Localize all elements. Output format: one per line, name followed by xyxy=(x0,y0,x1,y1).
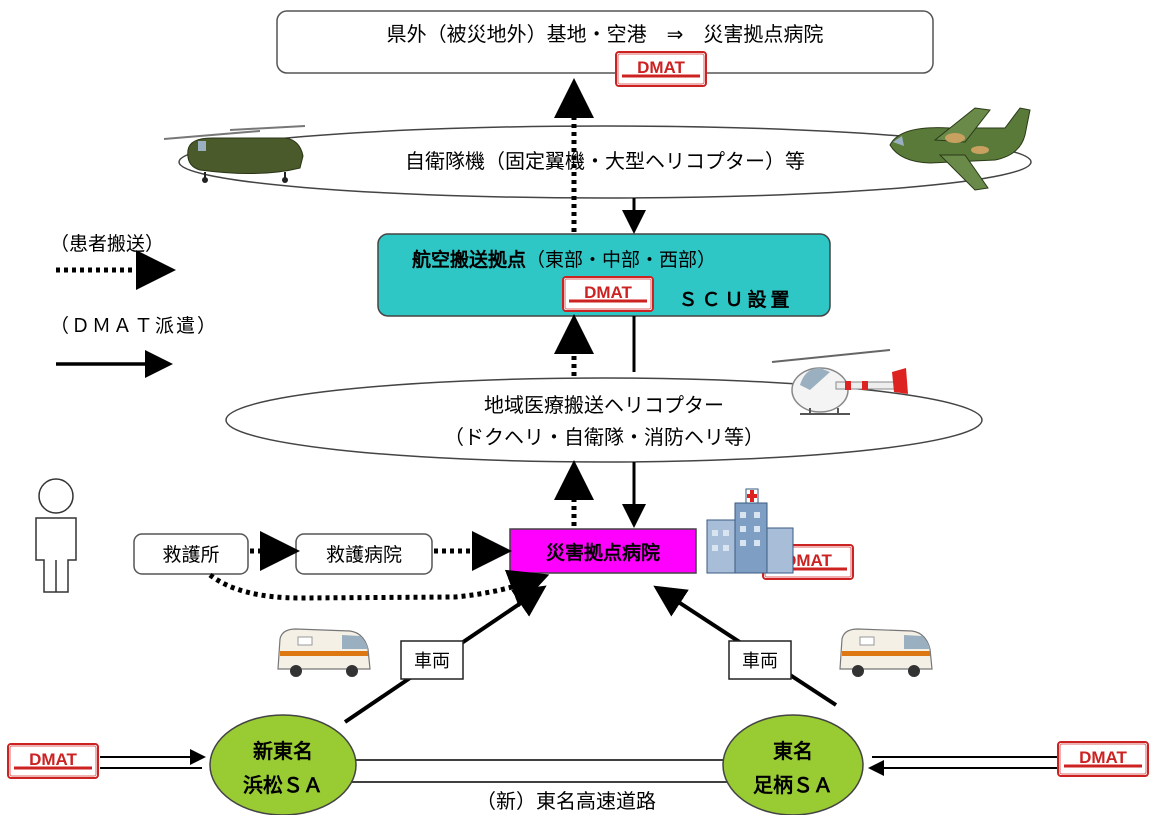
dmat-badge-icon: DMAT xyxy=(1056,740,1149,778)
regional-heli-ellipse xyxy=(225,377,983,463)
aid-hospital-text: 救護病院 xyxy=(326,544,402,566)
military-plane-icon xyxy=(889,107,1031,191)
dmat-badge-icon: DMAT xyxy=(761,543,855,581)
expressway-label: （新）東名高速道路 xyxy=(476,789,656,813)
legend-patient-label: （患者搬送） xyxy=(50,233,164,255)
dmat-badge-text: DMAT xyxy=(584,283,632,302)
vehicle-box-left xyxy=(400,640,464,680)
patient-arrow-direct xyxy=(208,569,550,608)
first-aid-text: 救護所 xyxy=(162,544,219,566)
chinook-helicopter-icon xyxy=(163,125,306,183)
first-aid-box xyxy=(133,533,249,575)
sa-left-line1: 新東名 xyxy=(253,739,313,763)
person-icon xyxy=(35,478,77,593)
sa-right-line1: 東名 xyxy=(773,739,813,763)
sa-left-line2: 浜松ＳＡ xyxy=(243,773,323,797)
ambulance-icon xyxy=(277,628,371,677)
legend-dmat-label: （ＤＭＡＴ派遣） xyxy=(50,315,218,337)
disaster-hospital-text: 災害拠点病院 xyxy=(546,541,660,564)
medical-helicopter-icon xyxy=(771,349,908,415)
regional-heli-line2: （ドクヘリ・自衛隊・消防ヘリ等） xyxy=(444,425,764,449)
sdf-aircraft-text: 自衛隊機（固定翼機・大型ヘリコプター）等 xyxy=(405,149,805,173)
dmat-badge-text: DMAT xyxy=(784,551,832,570)
sa-left-ellipse xyxy=(209,714,357,815)
sdf-aircraft-ellipse xyxy=(178,125,1032,199)
air-hub-bold-text: 航空搬送拠点 xyxy=(412,248,526,271)
disaster-hospital-box xyxy=(509,528,697,574)
ambulance-icon xyxy=(839,628,933,677)
dmat-badge-icon: DMAT xyxy=(6,742,100,780)
sa-right-line2: 足柄ＳＡ xyxy=(753,773,833,797)
vehicle-text-right: 車両 xyxy=(742,651,778,672)
dmat-badge-text: DMAT xyxy=(637,58,685,77)
dmat-badge-text: DMAT xyxy=(1079,748,1127,767)
dmat-badge-icon: DMAT xyxy=(561,275,655,313)
air-hub-title: 航空搬送拠点（東部・中部・西部） xyxy=(412,248,716,271)
vehicle-box-right xyxy=(728,640,792,680)
scu-text: ＳＣＵ設置 xyxy=(678,288,793,311)
dmat-badge-text: DMAT xyxy=(29,750,77,769)
air-transport-hub-box xyxy=(377,233,831,317)
sa-right-ellipse xyxy=(722,714,864,815)
regional-heli-line1: 地域医療搬送ヘリコプター xyxy=(484,393,724,417)
air-hub-normal-text: （東部・中部・西部） xyxy=(526,249,716,271)
dmat-badge-icon: DMAT xyxy=(614,50,708,88)
hospital-building-icon xyxy=(706,488,794,574)
vehicle-text-left: 車両 xyxy=(414,651,450,672)
out-of-prefecture-text: 県外（被災地外）基地・空港 ⇒ 災害拠点病院 xyxy=(387,22,824,46)
out-of-prefecture-box xyxy=(276,10,934,74)
